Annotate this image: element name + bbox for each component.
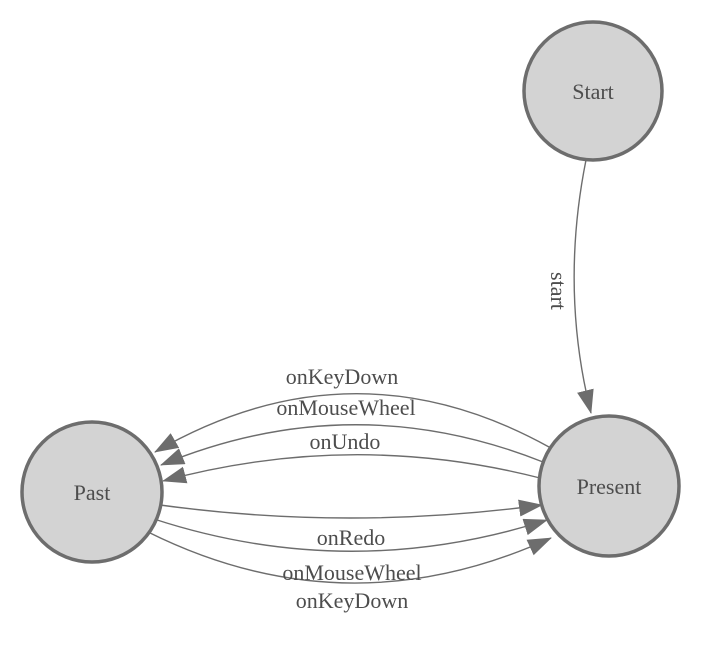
- node-start-label: Start: [572, 79, 614, 104]
- edges-layer: [147, 159, 594, 584]
- node-past-label: Past: [74, 480, 111, 505]
- node-start-circle[interactable]: [522, 20, 664, 162]
- edge-start-to-present[interactable]: [573, 159, 594, 414]
- edge-past-to-present-onmousewheel[interactable]: [153, 518, 548, 552]
- node-present-circle[interactable]: [537, 414, 681, 558]
- edge-label-onmousewheel-top: onMouseWheel: [276, 395, 415, 420]
- edge-label-onkeydown-bottom: onKeyDown: [296, 588, 408, 613]
- edge-label-start: start: [546, 272, 571, 310]
- edge-label-onkeydown-top: onKeyDown: [286, 364, 398, 389]
- node-present[interactable]: Present: [537, 414, 681, 558]
- edge-label-onmousewheel-bottom: onMouseWheel: [282, 560, 421, 585]
- edge-present-to-past-onundo[interactable]: [162, 454, 541, 484]
- node-past-circle[interactable]: [20, 420, 164, 564]
- edge-label-onredo: onRedo: [317, 525, 385, 550]
- edge-present-to-past-onmousewheel[interactable]: [160, 424, 544, 466]
- edge-present-to-past-onkeydown[interactable]: [154, 393, 550, 453]
- nodes-layer: Start Present Past: [20, 20, 681, 564]
- node-past[interactable]: Past: [20, 420, 164, 564]
- edge-past-to-present-onredo[interactable]: [159, 499, 543, 519]
- node-start[interactable]: Start: [522, 20, 664, 162]
- edge-label-onundo: onUndo: [310, 429, 381, 454]
- edge-past-to-present-onkeydown[interactable]: [147, 531, 552, 584]
- node-present-label: Present: [577, 474, 642, 499]
- edge-labels-layer: start onKeyDown onMouseWheel onUndo onRe…: [276, 272, 571, 613]
